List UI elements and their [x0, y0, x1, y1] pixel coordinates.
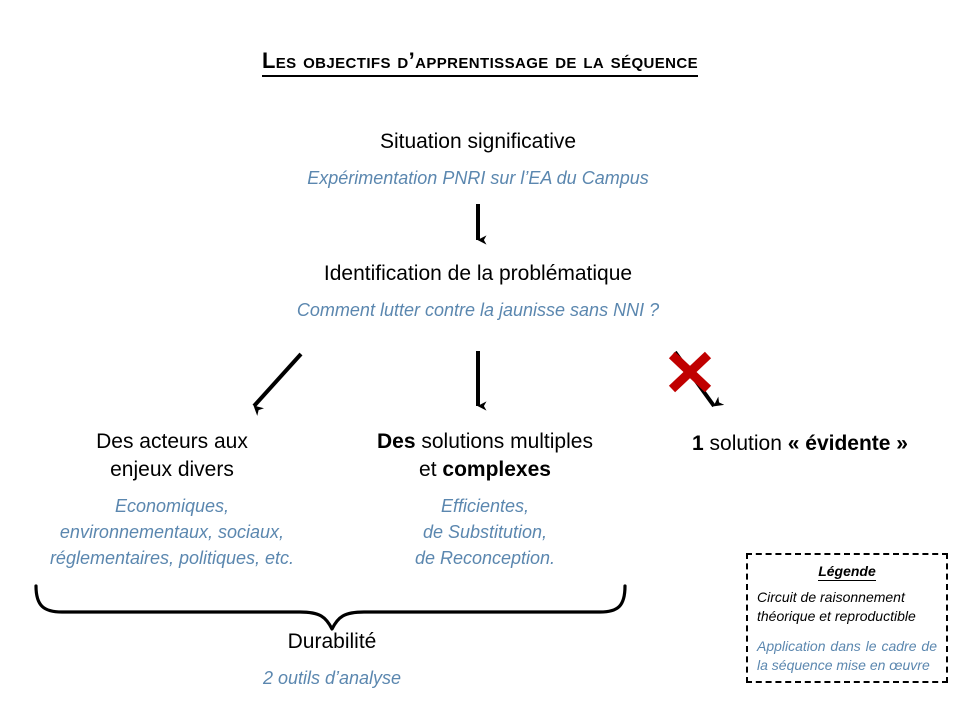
- legend-blue-line1: Application dans le cadre de: [757, 638, 937, 654]
- evidente-heading-bold-quote: « évidente »: [787, 432, 908, 455]
- legend-entry-application: Application dans le cadre de la séquence…: [757, 637, 937, 675]
- solutions-heading-bold-des: Des: [377, 430, 416, 453]
- legend-blue-line2: la séquence mise en œuvre: [757, 657, 930, 673]
- problematique-subtitle: Comment lutter contre la jaunisse sans N…: [296, 300, 660, 320]
- node-problematique: Identification de la problématique Comme…: [178, 260, 778, 323]
- arrow-to-evidente: [673, 350, 725, 408]
- acteurs-subtitle: Economiques, environnementaux, sociaux, …: [12, 493, 332, 571]
- acteurs-heading: Des acteurs aux enjeux divers: [12, 428, 332, 484]
- legend-title: Légende: [757, 563, 937, 581]
- acteurs-subtitle-line1: Economiques,: [114, 496, 230, 516]
- evidente-heading: 1 solution « évidente »: [650, 430, 950, 458]
- situation-heading: Situation significative: [379, 130, 577, 153]
- node-acteurs: Des acteurs aux enjeux divers Economique…: [12, 428, 332, 571]
- page-title: Les objectifs d’apprentissage de la séqu…: [0, 48, 960, 77]
- durabilite-heading: Durabilité: [287, 630, 377, 653]
- problematique-heading: Identification de la problématique: [323, 262, 633, 285]
- evidente-heading-mid: solution: [703, 432, 788, 455]
- legend-title-text: Légende: [818, 563, 876, 581]
- legend-box: Légende Circuit de raisonnement théoriqu…: [746, 553, 948, 683]
- acteurs-subtitle-line3: réglementaires, politiques, etc.: [49, 548, 295, 568]
- legend-black-line1: Circuit de raisonnement: [757, 589, 905, 605]
- situation-subtitle: Expérimentation PNRI sur l’EA du Campus: [307, 168, 649, 188]
- node-solutions: Des solutions multiples et complexes Eff…: [340, 428, 630, 571]
- arrow-to-acteurs: [252, 352, 303, 416]
- page-title-text: Les objectifs d’apprentissage de la séqu…: [261, 48, 699, 77]
- legend-entry-theorique: Circuit de raisonnement théorique et rep…: [757, 588, 937, 626]
- solutions-subtitle-line1: Efficientes,: [440, 496, 530, 516]
- node-evidente: 1 solution « évidente »: [650, 430, 950, 458]
- red-cross-icon: [668, 351, 712, 393]
- durabilite-subtitle: 2 outils d’analyse: [262, 668, 402, 688]
- solutions-heading-bold-complexes: complexes: [442, 458, 551, 481]
- node-durabilite: Durabilité 2 outils d’analyse: [182, 628, 482, 691]
- legend-black-line2: théorique et reproductible: [757, 608, 916, 624]
- solutions-subtitle: Efficientes, de Substitution, de Reconce…: [340, 493, 630, 571]
- acteurs-heading-line1: Des acteurs aux: [96, 430, 248, 453]
- acteurs-heading-line2: enjeux divers: [110, 458, 234, 481]
- solutions-heading-line1-rest: solutions multiples: [415, 430, 593, 453]
- solutions-subtitle-line2: de Substitution,: [422, 522, 548, 542]
- curly-brace-icon: [34, 584, 627, 631]
- solutions-heading: Des solutions multiples et complexes: [340, 428, 630, 484]
- node-situation: Situation significative Expérimentation …: [178, 128, 778, 191]
- solutions-subtitle-line3: de Reconception.: [414, 548, 556, 568]
- solutions-heading-line2-rest: et: [419, 458, 443, 481]
- evidente-heading-bold-one: 1: [692, 432, 704, 455]
- acteurs-subtitle-line2: environnementaux, sociaux,: [59, 522, 285, 542]
